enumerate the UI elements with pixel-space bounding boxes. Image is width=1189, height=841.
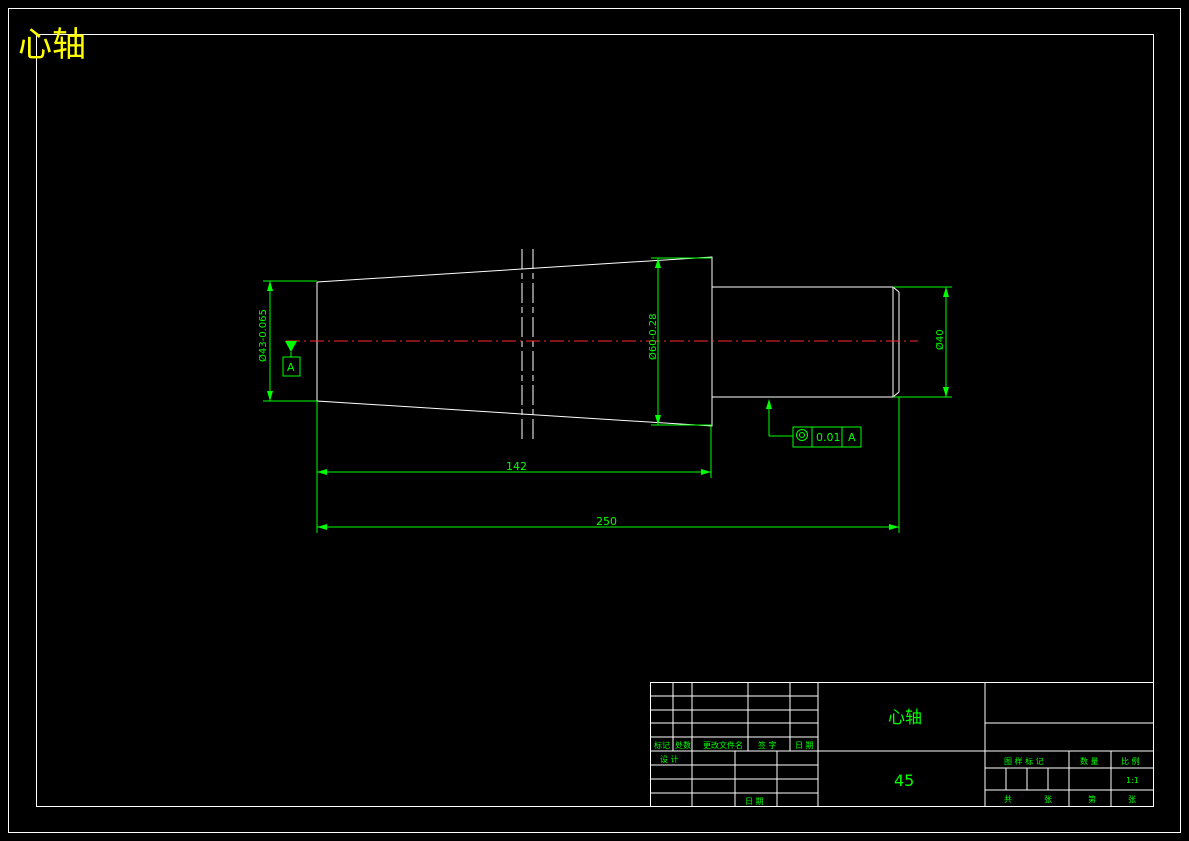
dim-length-250: 250 [317,397,900,533]
tb-date: 日 期 [795,741,814,750]
inner-frame [36,34,1154,807]
tb-design: 设 计 [660,754,679,764]
tb-sign: 签 字 [758,740,777,750]
tb-page: 第 [1088,794,1096,804]
dim-left-diameter-text: Ø43-0.065 [257,309,269,362]
shaft-outline [316,249,900,439]
tb-scale-label: 比 例 [1121,756,1140,766]
datum-a-label: A [287,361,295,374]
tb-sheet: 张 [1128,795,1136,804]
outer-frame [8,8,1181,833]
datum-a: A [282,341,301,377]
tb-part-name: 心轴 [888,708,922,728]
tolerance-datum: A [848,431,856,444]
dim-length-250-text: 250 [596,515,617,528]
corner-title: 心轴 [18,25,86,65]
dim-length-142-text: 142 [506,460,527,473]
tb-scale: 1:1 [1126,776,1139,785]
tb-weight: 数 量 [1080,756,1099,766]
tolerance-value: 0.01 [816,431,841,444]
dim-right-diameter-text: Ø40 [934,329,946,350]
dim-mid-diameter-text: Ø60-0.28 [647,314,659,360]
dim-right-diameter: Ø40 [893,286,952,398]
dim-length-142: 142 [316,401,712,533]
dim-mid-diameter: Ø60-0.28 [647,257,712,426]
title-block: 标记 处数 更改文件名 签 字 日 期 设 计 日 期 心轴 45 图 样 标 … [650,682,1154,807]
tb-drawing-mark: 图 样 标 记 [1004,756,1044,766]
tolerance-frame: 0.01 A [766,399,862,448]
tb-count: 处数 [675,740,691,750]
tb-mark: 标记 [654,740,670,750]
tb-material: 45 [894,771,914,790]
tb-sheets: 张 [1044,795,1052,804]
tb-review-date: 日 期 [745,797,764,806]
dim-left-diameter: Ø43-0.065 [257,280,317,402]
tb-total: 共 [1004,795,1012,804]
tb-change-doc: 更改文件名 [703,740,743,750]
